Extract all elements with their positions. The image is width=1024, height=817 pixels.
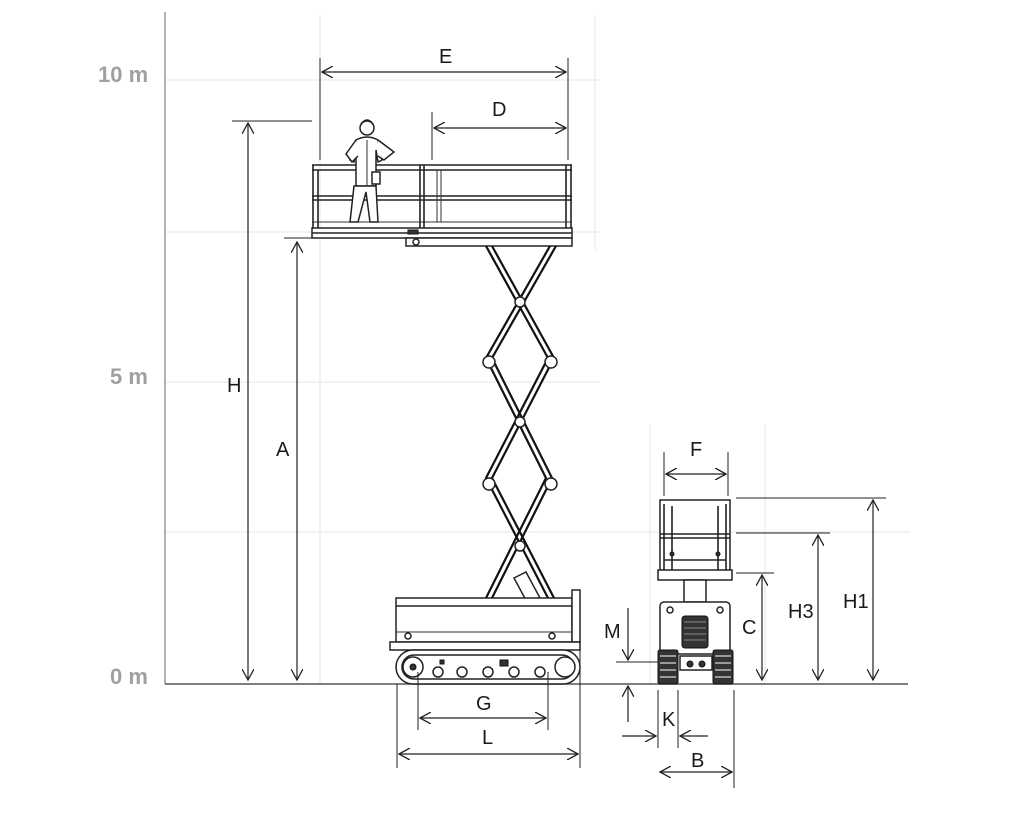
- dim-label-h1: H1: [843, 591, 869, 613]
- dim-label-g: G: [476, 693, 492, 715]
- dim-label-c: C: [742, 617, 756, 639]
- scale-label-5m: 5 m: [110, 364, 148, 389]
- dim-label-e: E: [439, 46, 452, 68]
- machine-front-view: [657, 499, 734, 685]
- dim-label-m: M: [604, 621, 621, 643]
- dim-label-l: L: [482, 727, 493, 749]
- dim-label-f: F: [690, 439, 702, 461]
- dim-label-k: K: [662, 709, 676, 731]
- dim-label-h3: H3: [788, 601, 814, 623]
- dim-label-d: D: [492, 99, 506, 121]
- scale-label-0m: 0 m: [110, 664, 148, 689]
- dim-label-a: A: [276, 439, 290, 461]
- scissor-mechanism: [482, 245, 558, 605]
- worker-figure-icon: [345, 119, 396, 223]
- background-grid: [165, 15, 910, 684]
- dim-label-h: H: [227, 375, 241, 397]
- dimension-lines: [232, 58, 886, 788]
- chassis-side-view: [389, 589, 581, 685]
- dim-label-b: B: [691, 750, 704, 772]
- scale-label-10m: 10 m: [98, 62, 148, 87]
- platform-side-view: [311, 164, 573, 247]
